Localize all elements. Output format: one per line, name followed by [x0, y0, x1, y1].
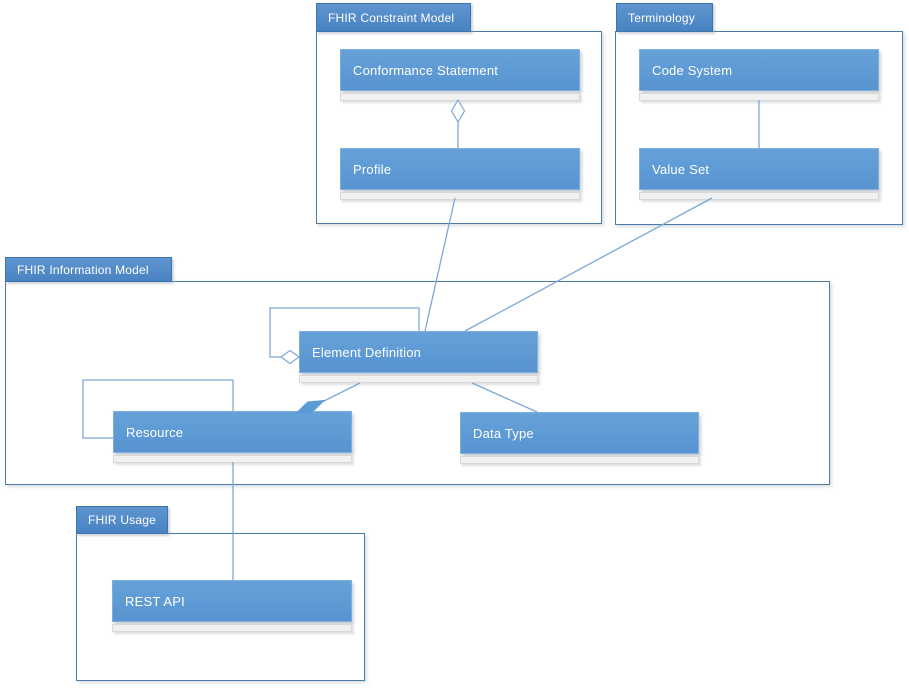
package-label: FHIR Constraint Model	[328, 10, 455, 25]
package-label: Terminology	[628, 10, 695, 25]
package-tab-terminology[interactable]: Terminology	[616, 3, 713, 32]
class-label: Value Set	[652, 161, 710, 177]
class-resource[interactable]: Resource	[113, 411, 352, 463]
class-label: Conformance Statement	[353, 62, 499, 78]
class-label: Profile	[353, 161, 392, 177]
class-compartment	[340, 93, 580, 101]
class-label: Resource	[126, 424, 184, 440]
class-label: Element Definition	[312, 344, 422, 360]
class-compartment	[460, 456, 699, 464]
class-rest-api[interactable]: REST API	[112, 580, 352, 632]
class-compartment	[639, 192, 879, 200]
class-label: Data Type	[473, 425, 534, 441]
class-compartment	[639, 93, 879, 101]
package-label: FHIR Usage	[88, 513, 157, 527]
class-value-set[interactable]: Value Set	[639, 148, 879, 200]
class-label: REST API	[125, 593, 185, 609]
package-label: FHIR Information Model	[17, 262, 149, 277]
package-tab-fhir-usage[interactable]: FHIR Usage	[76, 506, 168, 534]
class-conformance-statement[interactable]: Conformance Statement	[340, 49, 580, 101]
class-compartment	[112, 624, 352, 632]
class-profile[interactable]: Profile	[340, 148, 580, 200]
class-compartment	[113, 455, 352, 463]
class-label: Code System	[652, 62, 733, 78]
package-tab-fhir-information-model[interactable]: FHIR Information Model	[5, 257, 172, 282]
class-data-type[interactable]: Data Type	[460, 412, 699, 464]
package-tab-fhir-constraint-model[interactable]: FHIR Constraint Model	[316, 3, 471, 32]
class-compartment	[299, 375, 538, 383]
class-code-system[interactable]: Code System	[639, 49, 879, 101]
class-element-definition[interactable]: Element Definition	[299, 331, 538, 383]
class-compartment	[340, 192, 580, 200]
